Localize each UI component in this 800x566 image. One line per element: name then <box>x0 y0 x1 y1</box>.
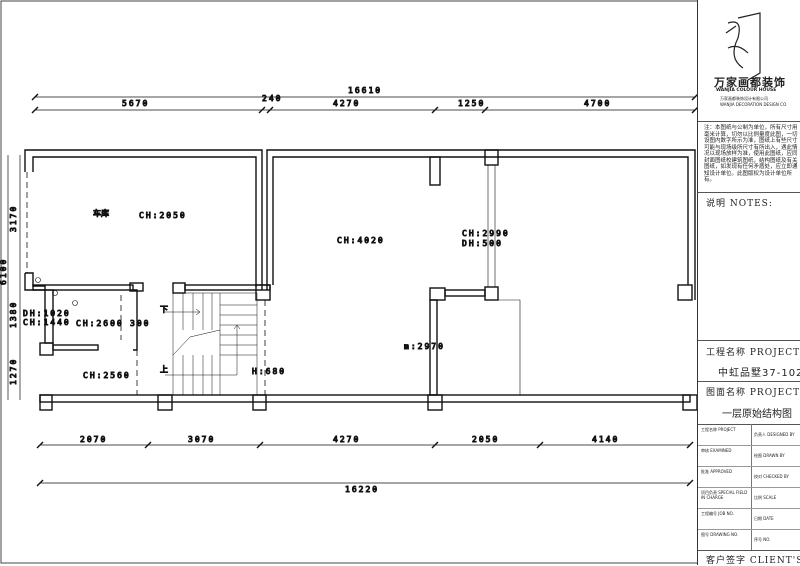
dim-top-4: 1250 <box>458 99 485 108</box>
main-ceiling-height: CH:4020 <box>337 236 385 245</box>
title-block: 万家画都装饰 WANJIA COLOUR HOUSE 万家画都装饰设计有限公司 … <box>697 0 800 566</box>
company-logo <box>725 12 761 81</box>
notes-text: 注：本图纸与公制为单位，所有尺寸用毫米计算，切勿以比例量度此图，一切设图内数字所… <box>704 125 798 183</box>
mid-ceiling-height: CH:2600 <box>76 319 124 328</box>
dim-left-total: 6100 <box>0 258 8 285</box>
small-ceiling-height: CH:1440 <box>23 318 71 327</box>
room-garage-label: 车库 <box>93 208 109 218</box>
pipe-marker <box>52 290 58 296</box>
right-door-height: DH:500 <box>462 239 503 248</box>
dim-top-5: 4700 <box>584 99 611 108</box>
company-subtitle: 万家画都装饰设计有限公司 <box>720 96 768 101</box>
field-designed-by: 负责人 DESIGNED BY <box>754 432 795 437</box>
dim-top-2: 240 <box>262 94 282 103</box>
field-checked-by: 校对 CHECKED BY <box>754 474 789 479</box>
lower-ceiling-height: CH:2560 <box>83 371 131 380</box>
walls <box>24 149 697 411</box>
pipe-marker <box>35 277 41 283</box>
field-special: 项目负责 SPECIAL FIELD IN CHARGE <box>701 490 748 500</box>
stair-down-label: 下 <box>160 305 170 314</box>
drawing-label: 图面名称 PROJECT: <box>706 388 800 398</box>
dim-bottom-5: 4140 <box>592 435 619 444</box>
field-job-no: 工程编号 JOB NO. <box>701 511 734 516</box>
notes-label: 说明 NOTES: <box>706 199 773 209</box>
stair-height: H:680 <box>252 367 286 376</box>
field-drawn-by: 绘图 DRAWN BY <box>754 453 785 458</box>
company-name: 万家画都装饰 <box>714 76 786 89</box>
company-name-en: WANJIA COLOUR HOUSE <box>716 88 777 93</box>
small-door-height: DH:1020 <box>23 309 71 318</box>
company-subtitle-en: WANJIA DECORATION DESIGN CO. <box>720 102 788 107</box>
bottom-dimensions <box>36 441 694 487</box>
dim-left-1: 3170 <box>9 205 18 232</box>
right-ceiling-height: CH:2990 <box>462 229 510 238</box>
dim-top-total: 16610 <box>348 86 382 95</box>
floor-plan: 16610 5670 240 4270 1250 4700 2070 3070 … <box>0 0 697 564</box>
dim-bottom-3: 4270 <box>333 435 360 444</box>
garage-ceiling-height: CH:2050 <box>139 211 187 220</box>
project-label: 工程名称 PROJECT: <box>706 348 800 358</box>
field-scale: 比例 SCALE <box>754 495 777 500</box>
m-height: m:2970 <box>404 342 445 351</box>
window-strip <box>487 165 521 395</box>
dim-top-3: 4270 <box>333 99 360 108</box>
stair-up-label: 上 <box>160 365 170 374</box>
project-name: 中虹品墅37-102 <box>718 368 800 379</box>
dashed-openings <box>26 172 266 395</box>
pipe-marker <box>72 300 78 306</box>
left-dimensions <box>7 155 21 400</box>
field-approved: 批准 APPROVED <box>701 469 733 474</box>
dim-bottom-1: 2070 <box>80 435 107 444</box>
top-dimensions <box>31 93 697 114</box>
client-signature-label: 客户签字 CLIENT'S <box>706 556 800 566</box>
field-drawing-no: 图号 DRAWING NO. <box>701 532 739 537</box>
field-examined: 审核 EXAMINED <box>701 448 732 453</box>
dim-bottom-total: 16220 <box>345 485 379 494</box>
drawing-name: 一层原始结构图 <box>722 409 792 420</box>
staircase <box>165 292 258 396</box>
field-no: 序号 NO. <box>754 537 771 542</box>
field-date: 日期 DATE <box>754 516 774 521</box>
dim-bottom-4: 2050 <box>472 435 499 444</box>
dim-left-3: 1270 <box>9 358 18 385</box>
field-project: 工程名称 PROJECT <box>701 427 736 432</box>
dim-left-2: 1380 <box>9 301 18 328</box>
mid-300: 300 <box>130 319 150 328</box>
dim-bottom-2: 3070 <box>188 435 215 444</box>
dim-top-1: 5670 <box>122 99 149 108</box>
